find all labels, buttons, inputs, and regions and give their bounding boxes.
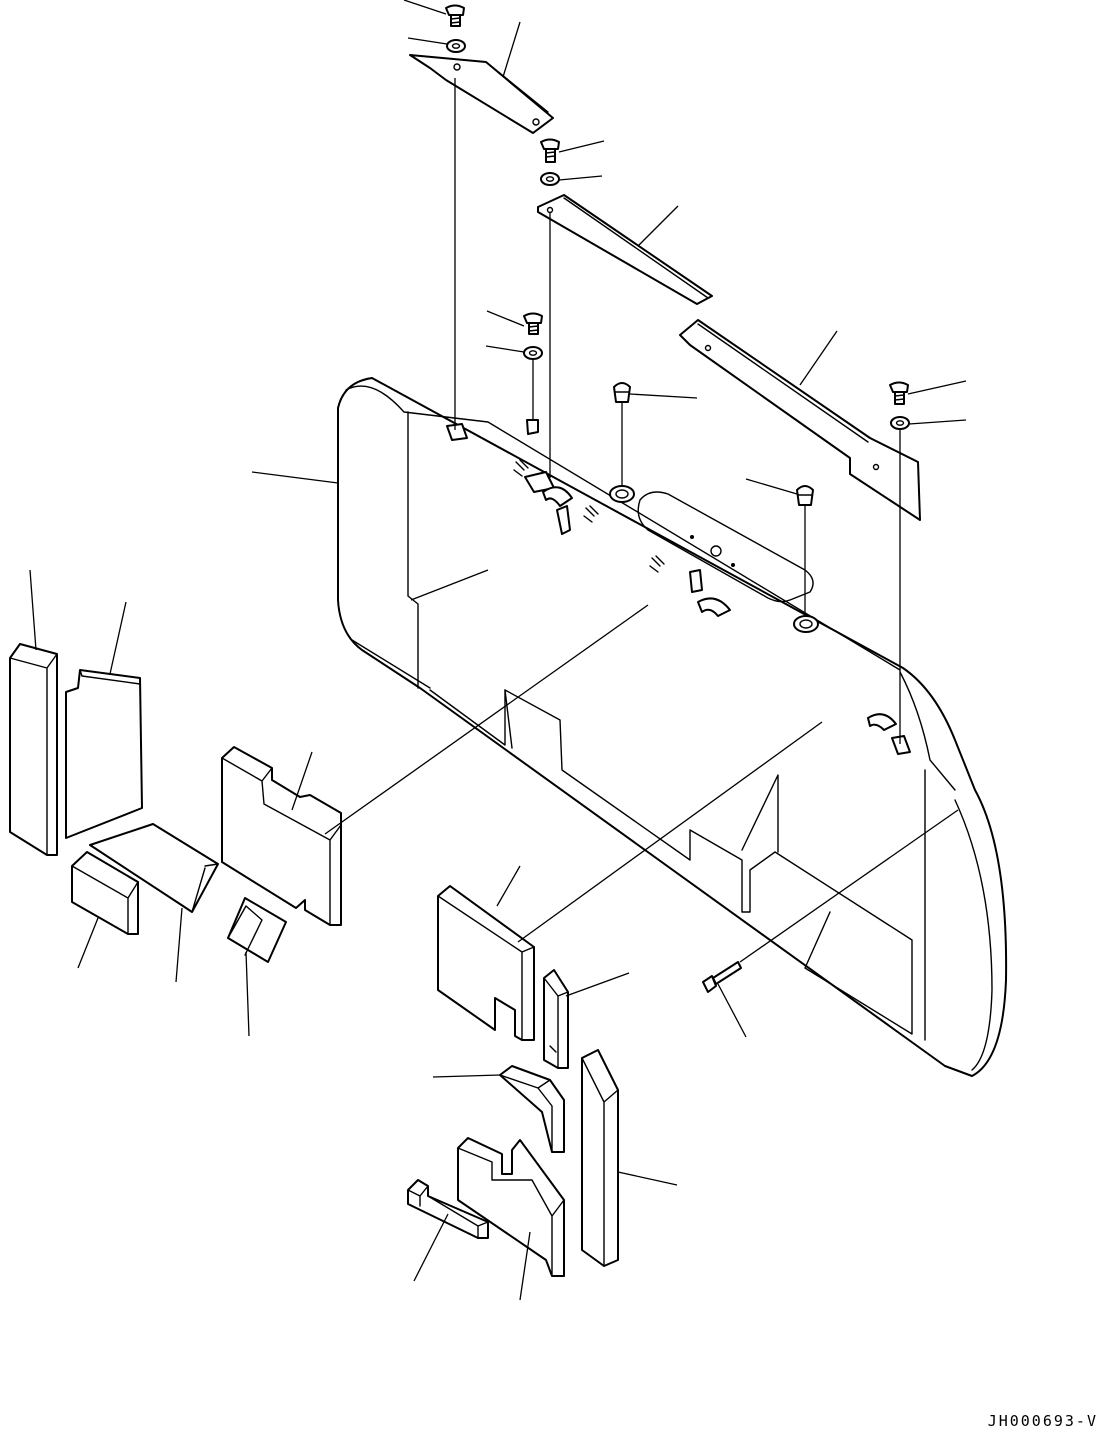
bolt-4	[889, 381, 909, 405]
bolt-2	[540, 138, 560, 163]
cover-plate-b	[537, 194, 713, 305]
pad-2	[65, 669, 143, 839]
cap-1	[613, 382, 631, 403]
pad-10	[581, 1049, 619, 1267]
pad-3	[89, 823, 219, 913]
washer-1	[446, 39, 466, 53]
pad-12	[407, 1179, 489, 1239]
pad-11	[457, 1137, 565, 1277]
pad-1	[9, 643, 58, 856]
pad-8	[543, 969, 569, 1069]
pad-9	[499, 1065, 565, 1153]
pad-5	[221, 746, 342, 926]
bolt-1	[445, 4, 465, 27]
washer-3	[523, 346, 543, 360]
washer-4	[890, 416, 910, 430]
bolt-3	[523, 312, 543, 335]
assembly-lines	[324, 78, 959, 963]
counterweight-cover	[337, 377, 1008, 1077]
leader-lines	[29, 0, 967, 1301]
cover-plate-c	[679, 319, 921, 521]
pad-6	[227, 897, 287, 963]
cap-2	[796, 485, 814, 506]
pad-4	[71, 851, 139, 935]
washer-2	[540, 172, 560, 186]
long-bolt	[702, 961, 742, 993]
pad-7	[437, 885, 535, 1041]
cover-plate-a	[409, 54, 554, 134]
figure-code: JH000693-V	[987, 1412, 1098, 1430]
